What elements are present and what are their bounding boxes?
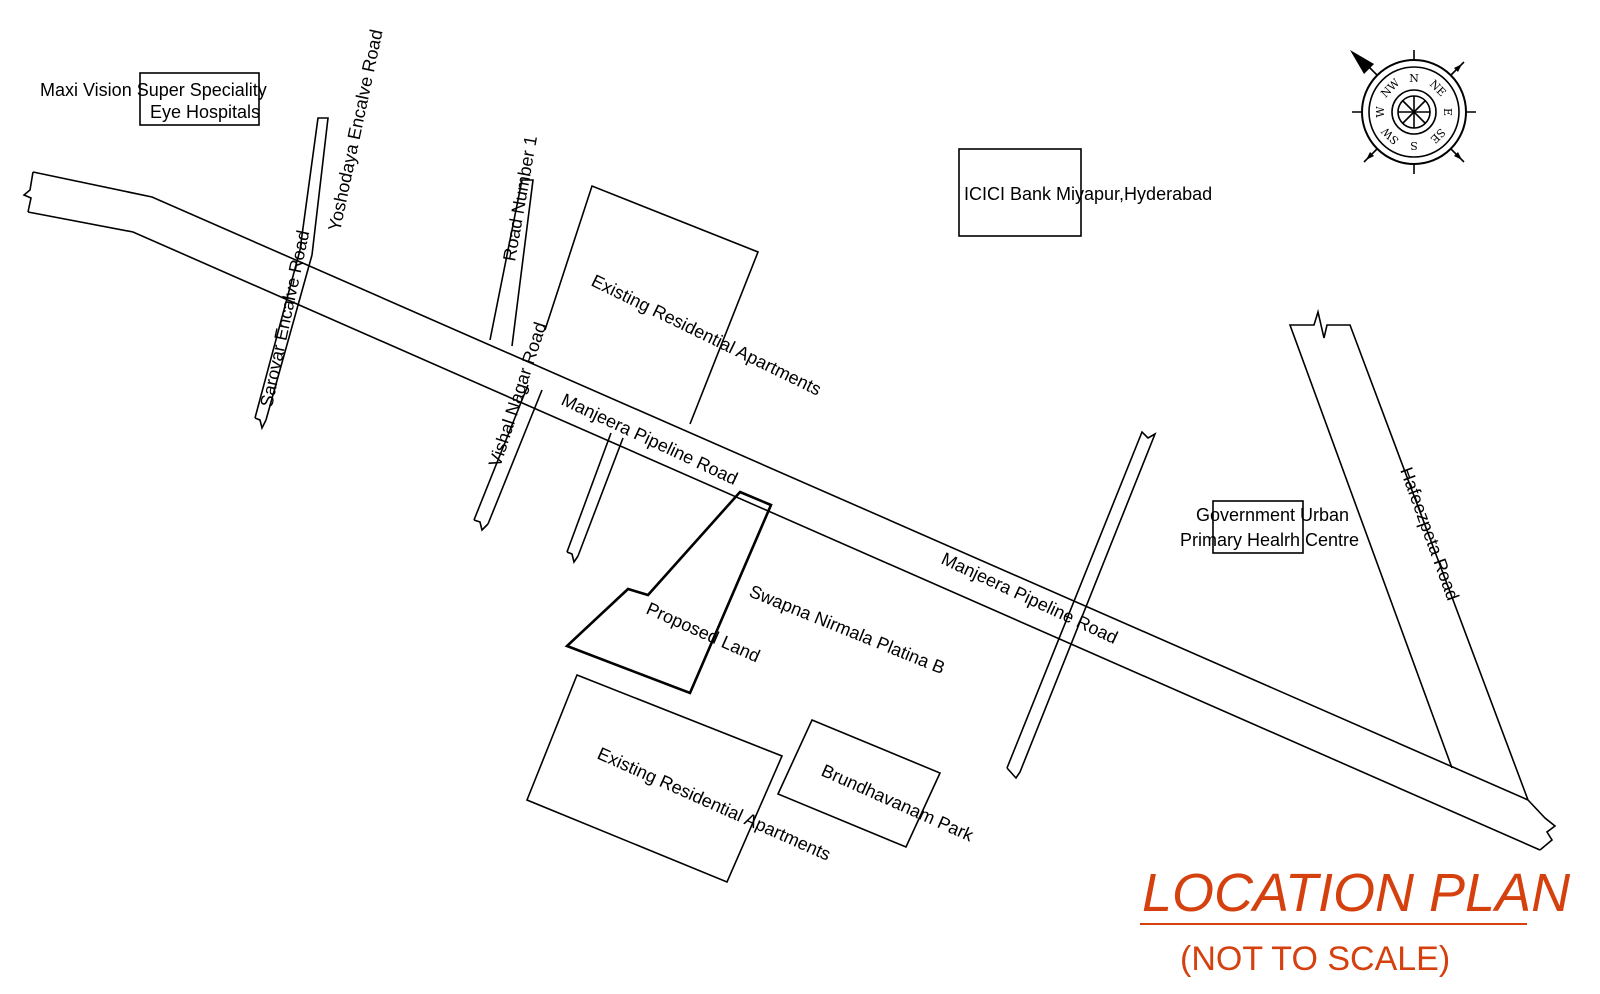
side-road xyxy=(566,432,624,564)
road-number-1 xyxy=(489,179,534,347)
swapna-label: Swapna Nirmala Platina B xyxy=(747,581,948,678)
existing-apartments-bottom-outline xyxy=(525,673,784,884)
govt-health-label-2: Primary Healrh Centre xyxy=(1180,530,1359,550)
location-plan-title: LOCATION PLAN xyxy=(1142,863,1571,923)
existing-apartments-bottom-label: Existing Residential Apartments xyxy=(594,743,833,864)
proposed-land-label: Proposed Land xyxy=(643,598,763,666)
sarovar-yoshodaya-road xyxy=(254,117,329,431)
maxi-vision-box xyxy=(139,72,260,126)
hafeezpet-road xyxy=(1288,308,1529,801)
icici-box xyxy=(958,148,1082,237)
govt-health-centre-box xyxy=(1212,500,1304,554)
compass-e: E xyxy=(1441,108,1454,116)
cross-road-east xyxy=(1006,430,1157,780)
brundhavanam-park-outline xyxy=(776,718,942,849)
brundhavanam-label: Brundhavanam Park xyxy=(818,760,977,845)
manjeera-road-label-1: Manjeera Pipeline Road xyxy=(558,389,741,488)
road-number-1-label: Road Number 1 xyxy=(499,134,541,263)
vishal-nagar-road xyxy=(473,384,543,532)
govt-health-label: Government Urban xyxy=(1196,505,1349,525)
existing-apartments-top-outline xyxy=(544,184,760,425)
maxi-vision-label: Maxi Vision Super Speciality xyxy=(40,80,267,100)
proposed-land-outline xyxy=(564,490,773,695)
compass-n: N xyxy=(1409,72,1419,85)
compass-s: S xyxy=(1410,139,1418,152)
existing-apartments-top-label: Existing Residential Apartments xyxy=(588,271,824,400)
icici-label: ICICI Bank Miyapur,Hyderabad xyxy=(964,184,1212,204)
not-to-scale-label: (NOT TO SCALE) xyxy=(1180,940,1450,978)
north-compass-icon: N NE E SE S SW W NW xyxy=(1350,50,1476,174)
hafeezpet-road-label: Hafeezpeta Road xyxy=(1396,465,1463,604)
compass-w: W xyxy=(1374,106,1387,118)
yoshodaya-road-label: Yoshodaya Encalve Road xyxy=(324,28,386,233)
maxi-vision-label-2: Eye Hospitals xyxy=(150,102,260,122)
